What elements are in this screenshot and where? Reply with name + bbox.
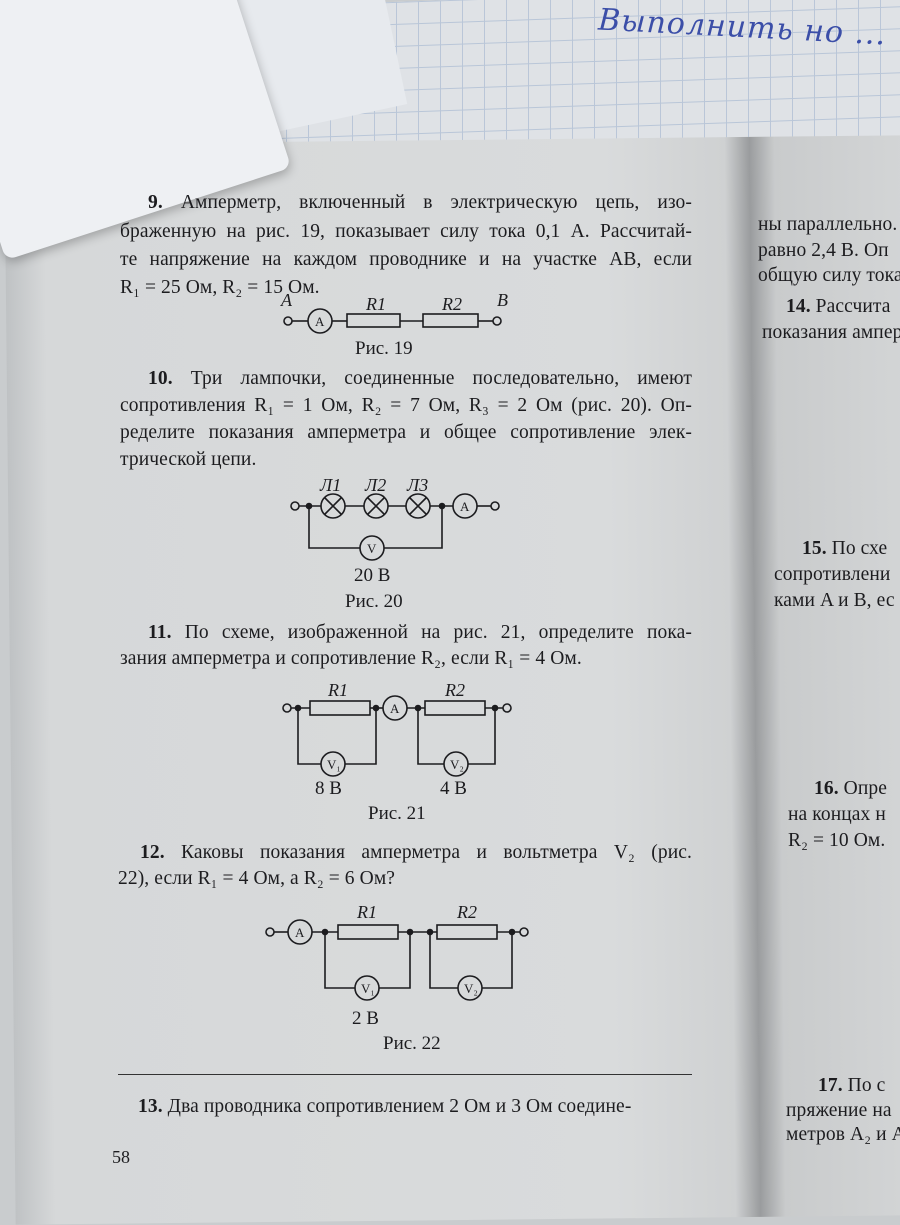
text: Амперметр, включенный в электрическую це…	[180, 192, 692, 213]
ammeter-label: A	[315, 314, 325, 329]
text: Каковы показания амперметра и вольтметра…	[181, 842, 692, 863]
svg-text:V₂: V₂	[450, 757, 464, 772]
terminal-b	[492, 316, 502, 326]
svg-text:R1: R1	[327, 680, 348, 700]
svg-text:A: A	[460, 499, 470, 514]
p11-line-1: 11. По схеме, изображенной на рис. 21, о…	[148, 622, 692, 644]
svg-text:R1: R1	[356, 902, 377, 922]
resistor-r1	[346, 313, 401, 328]
page-number: 58	[112, 1147, 130, 1167]
resistor-r1	[337, 924, 399, 940]
right-p14-line-2: показания ампер	[762, 322, 900, 343]
fig19-caption: Рис. 19	[355, 338, 413, 359]
p9-line-3: те напряжение на каждом проводнике и на …	[120, 249, 692, 270]
p9-line-4: R₁ = 25 Ом, R₂ = 15 Ом.	[120, 277, 320, 298]
fig19-circuit: A B R1 R2 A	[280, 290, 508, 334]
right-line: равно 2,4 В. Оп	[758, 240, 889, 261]
problem-number: 11.	[148, 622, 172, 643]
right-p15-line-1: 15. По схе	[802, 538, 887, 560]
svg-text:V₂: V₂	[464, 981, 478, 996]
resistor-r2	[424, 700, 486, 716]
svg-text:R2: R2	[456, 902, 477, 922]
resistor-r2	[436, 924, 498, 940]
fig20-caption: Рис. 20	[345, 591, 403, 612]
text: Два проводника сопротивлением 2 Ом и 3 О…	[167, 1096, 632, 1117]
problem-number: 12.	[140, 842, 165, 863]
problem-number: 16.	[814, 778, 839, 799]
problem-number: 17.	[818, 1075, 843, 1096]
fig21-v2-value: 4 В	[440, 778, 467, 799]
p10-line-3: ределите показания амперметра и общее со…	[120, 422, 692, 443]
p11-line-2: зания амперметра и сопротивление R₂, есл…	[120, 648, 582, 669]
p9-line-2: браженную на рис. 19, показывает силу то…	[120, 221, 692, 242]
p12-line-2: 22), если R₁ = 4 Ом, а R₂ = 6 Ом?	[118, 868, 396, 889]
resistor-r2	[422, 313, 479, 328]
resistor-r1	[309, 700, 371, 716]
right-p16-line-3: R₂ = 10 Ом.	[788, 830, 886, 851]
p10-line-1: 10. Три лампочки, соединенные последоват…	[148, 368, 692, 390]
right-p17-line-2: пряжение на	[786, 1100, 892, 1121]
fig22-caption: Рис. 22	[383, 1033, 441, 1054]
divider	[118, 1074, 692, 1075]
fig21-v1-value: 8 В	[315, 778, 342, 799]
right-p15-line-2: сопротивлени	[774, 564, 891, 585]
label-a: A	[280, 290, 293, 310]
fig20-circuit: Л1 Л2 Л3 A V	[290, 475, 500, 561]
fig21-circuit: R1 R2 A V₁ V₂	[282, 680, 512, 777]
problem-number: 13.	[138, 1096, 163, 1117]
svg-text:A: A	[390, 701, 400, 716]
terminal-a	[283, 316, 293, 326]
label-b: B	[497, 290, 508, 310]
p9-line-1: 9. Амперметр, включенный в электрическую…	[148, 192, 692, 214]
fig22-circuit: R1 R2 A V₁ V₂	[265, 902, 529, 1001]
p10-line-2: сопротивления R₁ = 1 Ом, R₂ = 7 Ом, R₃ =…	[120, 395, 692, 416]
circuit-diagrams: A B R1 R2 A Л1 Л2 Л3 A V	[265, 290, 529, 1001]
svg-text:R2: R2	[444, 680, 465, 700]
fig21-caption: Рис. 21	[368, 803, 426, 824]
svg-text:V₁: V₁	[327, 757, 341, 772]
right-line: общую силу тока	[758, 265, 900, 286]
problem-number: 14.	[786, 296, 811, 317]
right-p14-line-1: 14. Рассчита	[786, 296, 891, 318]
svg-text:V₁: V₁	[361, 981, 375, 996]
fig22-v1-value: 2 В	[352, 1008, 379, 1029]
p12-line-1: 12. Каковы показания амперметра и вольтм…	[140, 842, 692, 864]
label-r1: R1	[365, 294, 386, 314]
right-p17-line-3: метров A₂ и A	[786, 1124, 900, 1145]
text: Рассчита	[815, 296, 891, 317]
fig20-voltage: 20 В	[354, 565, 391, 586]
right-p16-line-1: 16. Опре	[814, 778, 887, 800]
svg-text:V: V	[367, 541, 377, 556]
label-r2: R2	[441, 294, 462, 314]
svg-text:Л3: Л3	[406, 475, 428, 495]
text: По с	[847, 1075, 886, 1096]
text: По схеме, изображенной на рис. 21, опред…	[184, 622, 692, 643]
svg-text:A: A	[295, 925, 305, 940]
right-p17-line-1: 17. По с	[818, 1075, 885, 1097]
text: Три лампочки, соединенные последовательн…	[190, 368, 692, 389]
text: По схе	[831, 538, 888, 559]
text: Опре	[843, 778, 887, 799]
svg-text:Л2: Л2	[364, 475, 386, 495]
right-p16-line-2: на концах н	[788, 804, 886, 825]
problem-number: 15.	[802, 538, 827, 559]
right-p15-line-3: ками A и B, ес	[774, 590, 895, 611]
right-line: ны параллельно.	[758, 214, 898, 235]
problem-number: 9.	[148, 192, 163, 213]
p13-line-1: 13. Два проводника сопротивлением 2 Ом и…	[138, 1096, 631, 1118]
p10-line-4: трической цепи.	[120, 449, 257, 470]
svg-text:Л1: Л1	[319, 475, 341, 495]
problem-number: 10.	[148, 368, 173, 389]
